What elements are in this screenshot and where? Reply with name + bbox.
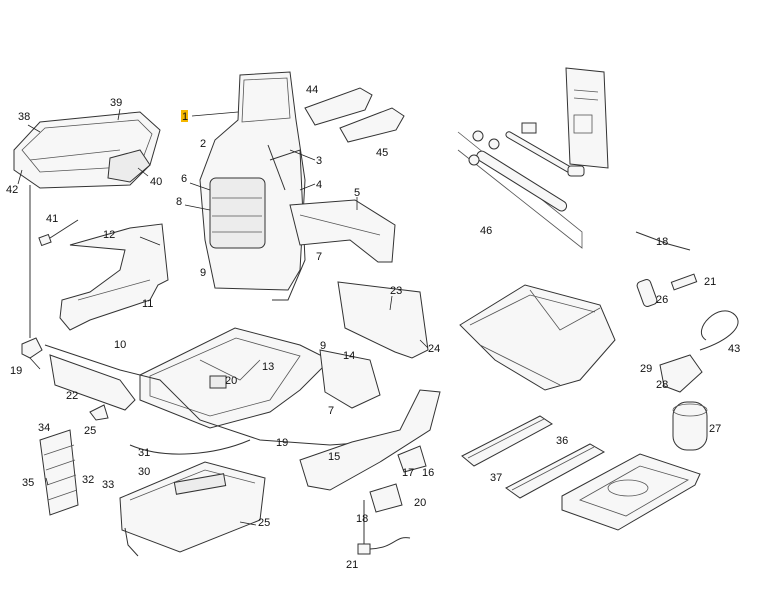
callout-4: 4 — [316, 179, 322, 191]
callout-7b: 7 — [328, 405, 334, 417]
callout-20b: 20 — [414, 497, 426, 509]
callout-1: 1 — [182, 111, 188, 123]
callout-44: 44 — [306, 84, 318, 96]
callout-22: 22 — [66, 390, 78, 402]
callouts: 1 2 3 4 5 6 7 7 8 9 9 10 11 12 13 14 15 … — [6, 84, 740, 571]
callout-42: 42 — [6, 184, 18, 196]
callout-5: 5 — [354, 187, 360, 199]
callout-46: 46 — [480, 225, 492, 237]
callout-25b: 25 — [258, 517, 270, 529]
callout-40: 40 — [150, 176, 162, 188]
callout-19b: 19 — [276, 437, 288, 449]
base-wire — [124, 527, 139, 557]
callout-15: 15 — [328, 451, 340, 463]
callout-6: 6 — [181, 173, 187, 185]
part-34 — [39, 429, 79, 516]
rail-36 — [461, 415, 553, 467]
callout-19a: 19 — [10, 365, 22, 377]
callout-32: 32 — [82, 474, 94, 486]
cylinder-26 — [636, 279, 658, 307]
callout-1-highlight — [181, 110, 188, 122]
callout-36: 36 — [556, 435, 568, 447]
callout-31: 31 — [138, 447, 150, 459]
backrest — [199, 71, 306, 291]
part-41 — [38, 219, 79, 247]
kit-46 — [457, 122, 585, 249]
part-25-left — [89, 404, 109, 421]
manual-booklet — [565, 67, 609, 169]
callout-18b: 18 — [656, 236, 668, 248]
callout-3: 3 — [316, 155, 322, 167]
part-16-17 — [397, 445, 427, 473]
callout-10: 10 — [114, 339, 126, 351]
callout-34: 34 — [38, 422, 50, 434]
base-plate-right — [561, 453, 701, 531]
suspension-frame — [459, 284, 616, 391]
callout-11: 11 — [142, 298, 153, 310]
hose-43 — [699, 310, 739, 351]
callout-33: 33 — [102, 479, 114, 491]
callout-25a: 25 — [84, 425, 96, 437]
armrest-bracket — [289, 199, 396, 263]
rail-37 — [505, 443, 606, 499]
callout-13: 13 — [262, 361, 274, 373]
mechanism-14 — [319, 349, 381, 409]
valve-18-21 — [635, 231, 698, 291]
callout-35: 35 — [22, 477, 34, 489]
side-panel — [59, 223, 169, 331]
callout-38: 38 — [18, 111, 30, 123]
callout-39: 39 — [110, 97, 122, 109]
part-18-20 — [369, 483, 403, 513]
callout-14: 14 — [343, 350, 355, 362]
callout-45: 45 — [376, 147, 388, 159]
callout-29: 29 — [640, 363, 652, 375]
callout-30: 30 — [138, 466, 150, 478]
part-22 — [49, 354, 136, 411]
base-unit — [119, 461, 266, 553]
backrest-frame — [267, 144, 306, 301]
callout-27: 27 — [709, 423, 721, 435]
callout-43: 43 — [728, 343, 740, 355]
part-21-plug — [357, 500, 411, 555]
seat-cushion — [13, 111, 161, 189]
callout-17: 17 — [402, 467, 414, 479]
part-23 — [337, 281, 429, 359]
callout-21b: 21 — [346, 559, 358, 571]
callout-21a: 21 — [704, 276, 716, 288]
callout-18a: 18 — [356, 513, 368, 525]
armrest-45 — [339, 107, 405, 143]
callout-20a: 20 — [225, 375, 237, 387]
callout-24: 24 — [428, 343, 440, 355]
callout-9a: 9 — [200, 267, 206, 279]
callout-16: 16 — [422, 467, 434, 479]
armrest-44 — [304, 87, 373, 126]
callout-37: 37 — [490, 472, 502, 484]
callout-7a: 7 — [316, 251, 322, 263]
part-19-left — [21, 337, 43, 359]
callout-41: 41 — [46, 213, 58, 225]
spring-28 — [659, 354, 703, 393]
callout-2: 2 — [200, 138, 206, 150]
callout-28: 28 — [656, 379, 668, 391]
lower-bracket-15 — [299, 389, 441, 491]
leader-lines — [17, 108, 429, 526]
airspring-27 — [672, 401, 708, 451]
callout-9b: 9 — [320, 340, 326, 352]
seat-base-frame — [139, 327, 331, 429]
callout-26: 26 — [656, 294, 668, 306]
callout-12: 12 — [103, 229, 115, 241]
callout-23: 23 — [390, 285, 402, 297]
callout-8: 8 — [176, 196, 182, 208]
